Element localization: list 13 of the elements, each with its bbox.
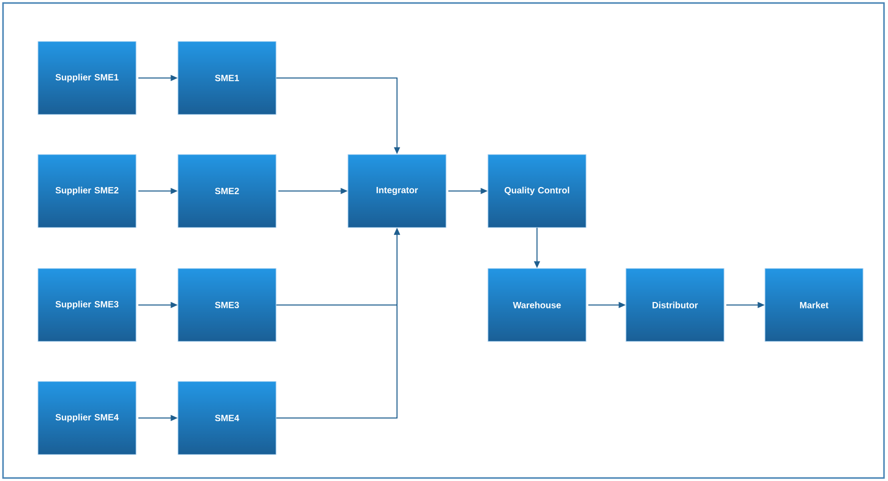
process-box: Integrator (348, 154, 446, 228)
process-box: Supplier SME1 (38, 41, 136, 115)
process-box: Warehouse (488, 268, 586, 342)
process-box: Supplier SME4 (38, 381, 136, 455)
process-box: Quality Control (488, 154, 586, 228)
process-box: Supplier SME2 (38, 154, 136, 228)
process-box: SME3 (178, 268, 276, 342)
process-box: Supplier SME3 (38, 268, 136, 342)
process-box: Distributor (626, 268, 724, 342)
process-box: Market (764, 268, 864, 342)
process-box: SME4 (178, 381, 276, 455)
process-box: SME1 (178, 41, 276, 115)
process-box: SME2 (178, 154, 276, 228)
